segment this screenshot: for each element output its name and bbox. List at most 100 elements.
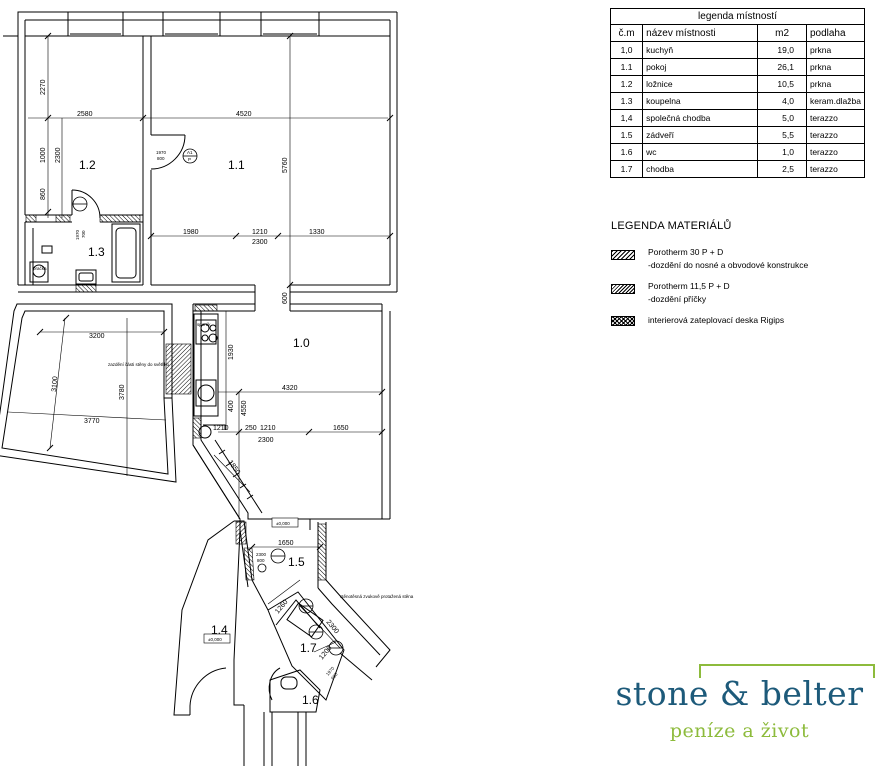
table-cell: 5,0 bbox=[757, 109, 807, 127]
door-tag-a1: A1 bbox=[187, 150, 193, 155]
dim-label: 3200 bbox=[89, 333, 105, 340]
dim-label: 400 bbox=[228, 400, 235, 412]
room-label-common-corridor: 1.4 bbox=[211, 623, 228, 637]
table-cell: 10,5 bbox=[757, 75, 807, 93]
material-text: interierová zateplovací deska Rigips bbox=[648, 314, 784, 327]
dim-label: 3100 bbox=[51, 376, 59, 392]
dim-label: 600 bbox=[282, 292, 289, 304]
table-header-number: č.m bbox=[609, 24, 644, 42]
room-label-vestibule: 1.5 bbox=[288, 555, 305, 569]
table-row: 1.7 chodba 2,5 terazzo bbox=[609, 160, 866, 178]
material-text: Porotherm 30 P + D -dozdění do nosné a o… bbox=[648, 246, 808, 272]
material-item: Porotherm 11,5 P + D -dozdění příčky bbox=[611, 280, 871, 314]
materials-legend-title: LEGENDA MATERIÁLŮ bbox=[611, 220, 732, 232]
materials-legend: LEGENDA MATERIÁLŮ Porotherm 30 P + D -do… bbox=[611, 220, 871, 348]
room-legend-caption: legenda místností bbox=[610, 8, 865, 25]
bathroom-fixtures bbox=[29, 223, 141, 285]
door-label: 1970 bbox=[75, 229, 80, 240]
table-row: 1.5 zádveří 5,5 terazzo bbox=[609, 126, 866, 144]
dimension-lines bbox=[7, 36, 390, 653]
table-cell: pokoj bbox=[642, 58, 759, 76]
door-tag-p: P bbox=[188, 157, 191, 162]
table-cell: wc bbox=[642, 143, 759, 161]
dim-label: 4550 bbox=[241, 400, 248, 416]
room-label-bedroom: 1.2 bbox=[79, 158, 96, 172]
table-cell: ložnice bbox=[642, 75, 759, 93]
dim-label: 250 bbox=[245, 425, 257, 432]
table-cell: 1,0 bbox=[609, 41, 644, 59]
level-vestibule: ±0,000 bbox=[276, 521, 290, 526]
door-label: 1970 bbox=[156, 150, 167, 155]
plan-notes: pračka zazdění části stěny do světlíku s… bbox=[33, 150, 414, 599]
table-cell: zádveří bbox=[642, 126, 759, 144]
cross-hatch-swatch bbox=[611, 316, 635, 326]
room-label-bathroom: 1.3 bbox=[88, 245, 105, 259]
table-header-floor: podlaha bbox=[805, 24, 866, 42]
logo-accent-bar bbox=[699, 664, 875, 678]
table-cell: 1.7 bbox=[609, 160, 644, 178]
table-cell: 1,0 bbox=[757, 143, 807, 161]
dim-label: 2300 bbox=[55, 147, 62, 163]
dim-label: 1260 bbox=[274, 599, 289, 616]
dim-label: 1210 bbox=[260, 425, 276, 432]
table-cell: koupelna bbox=[642, 92, 759, 110]
table-cell: chodba bbox=[642, 160, 759, 178]
table-cell: 26,1 bbox=[757, 58, 807, 76]
dimension-labels: 2270 2580 4520 1000 2300 860 5760 1970 8… bbox=[40, 79, 349, 680]
dim-label: 2270 bbox=[40, 79, 47, 95]
dim-label: 1650 bbox=[278, 540, 294, 547]
table-cell: terazzo bbox=[805, 160, 866, 178]
room-label-living: 1.1 bbox=[228, 158, 245, 172]
kitchen-walls bbox=[192, 285, 391, 530]
dim-label: 4520 bbox=[236, 111, 252, 118]
door-label: 800 bbox=[257, 558, 265, 563]
dim-label: 2580 bbox=[77, 111, 93, 118]
door-label: 800 bbox=[157, 156, 165, 161]
table-row: 1.1 pokoj 26,1 prkna bbox=[609, 58, 866, 76]
table-cell: terazzo bbox=[805, 126, 866, 144]
room-label-corridor: 1.7 bbox=[300, 641, 317, 655]
table-cell: 1.5 bbox=[609, 126, 644, 144]
dim-label: 3780 bbox=[119, 384, 126, 400]
table-cell: 1.3 bbox=[609, 92, 644, 110]
kitchen-counter bbox=[193, 313, 219, 417]
dim-label: 1930 bbox=[228, 344, 235, 360]
room-legend-table: legenda místností č.m název místnosti m2… bbox=[609, 8, 866, 178]
dim-label: 1210 bbox=[252, 229, 268, 236]
washer-note: pračka bbox=[33, 266, 47, 271]
dim-label: 3770 bbox=[84, 418, 100, 425]
dim-label: 2300 bbox=[252, 239, 268, 246]
dense-hatch-swatch bbox=[611, 250, 635, 260]
material-line: -dozdění do nosné a obvodové konstrukce bbox=[648, 260, 809, 270]
dim-label: 860 bbox=[40, 188, 47, 200]
logo-name: stone & belter bbox=[615, 674, 864, 713]
table-header-area: m2 bbox=[757, 24, 807, 42]
logo-tagline: peníze a život bbox=[669, 720, 810, 742]
material-item: Porotherm 30 P + D -dozdění do nosné a o… bbox=[611, 246, 871, 280]
table-cell: kuchyň bbox=[642, 41, 759, 59]
door-label: 1970 bbox=[325, 665, 336, 676]
material-item: interierová zateplovací deska Rigips bbox=[611, 314, 871, 348]
living-walls bbox=[151, 12, 398, 293]
table-cell: prkna bbox=[805, 75, 866, 93]
dim-label: 1650 bbox=[333, 425, 349, 432]
level-markers: ±0,000 ±0,000 bbox=[203, 517, 299, 644]
material-line: Porotherm 11,5 P + D bbox=[648, 281, 730, 291]
company-logo: stone & belter peníze a život bbox=[602, 664, 877, 754]
table-row: 1.6 wc 1,0 terazzo bbox=[609, 143, 866, 161]
table-cell: 4,0 bbox=[757, 92, 807, 110]
stove-note: sporák bbox=[197, 322, 211, 327]
room-labels: 1.0 1.1 1.2 1.3 1.4 1.5 1.6 1.7 bbox=[79, 158, 319, 707]
interior-doors bbox=[71, 134, 186, 219]
table-row: 1,4 společná chodba 5,0 terazzo bbox=[609, 109, 866, 127]
bricked-niche-note: zazdění části stěny do světlíku bbox=[108, 362, 170, 367]
table-cell: keram.dlažba bbox=[805, 92, 866, 110]
table-row: 1,0 kuchyň 19,0 prkna bbox=[609, 41, 866, 59]
door-label: 700 bbox=[81, 230, 86, 238]
dim-label: 2300 bbox=[324, 619, 339, 636]
left-room-walls bbox=[0, 303, 177, 483]
hatched-fills bbox=[25, 214, 327, 581]
corridor-wc-walls bbox=[263, 591, 373, 766]
table-cell: 1,4 bbox=[609, 109, 644, 127]
material-line: interierová zateplovací deska Rigips bbox=[648, 315, 785, 325]
